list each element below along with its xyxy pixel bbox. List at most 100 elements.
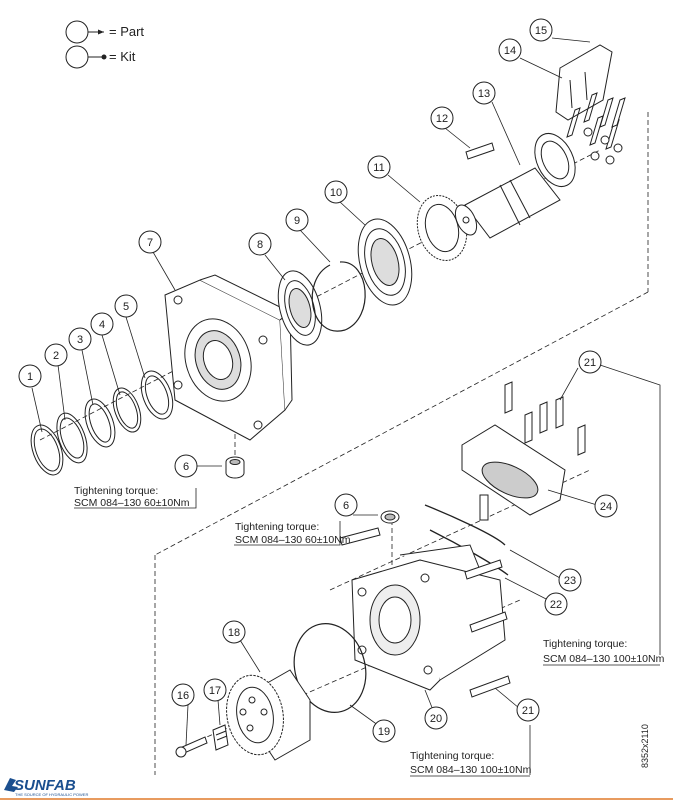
callout-leaders bbox=[31, 37, 598, 746]
part-14-screws bbox=[566, 92, 626, 165]
svg-text:SCM 084–130 100±10Nm: SCM 084–130 100±10Nm bbox=[410, 764, 532, 776]
svg-text:24: 24 bbox=[600, 501, 612, 513]
callout-16: 16 bbox=[171, 683, 195, 707]
svg-text:12: 12 bbox=[436, 113, 448, 125]
part-11-gear-washer bbox=[416, 195, 468, 261]
callout-14: 14 bbox=[498, 38, 522, 62]
svg-text:Tightening torque:: Tightening torque: bbox=[543, 638, 627, 650]
callout-10: 10 bbox=[324, 180, 348, 204]
part-23-gasket bbox=[424, 504, 506, 546]
part-18-gear-set bbox=[226, 669, 311, 761]
svg-text:17: 17 bbox=[209, 685, 221, 697]
callout-15: 15 bbox=[529, 18, 553, 42]
callout-2: 2 bbox=[44, 343, 68, 367]
svg-text:SCM 084–130 100±10Nm: SCM 084–130 100±10Nm bbox=[543, 653, 665, 665]
callout-bubbles: 1 2 3 4 5 6 7 8 9 10 11 12 13 14 15 16 1… bbox=[18, 18, 618, 743]
svg-text:Tightening torque:: Tightening torque: bbox=[74, 485, 158, 497]
callout-6-lower: 6 bbox=[334, 493, 358, 517]
part-3-ring bbox=[84, 398, 116, 448]
svg-text:3: 3 bbox=[77, 334, 83, 346]
svg-text:SCM 084–130 60±10Nm: SCM 084–130 60±10Nm bbox=[235, 534, 351, 546]
part-21-screws-upper bbox=[504, 381, 586, 456]
callout-8: 8 bbox=[248, 232, 272, 256]
torque-note-plug: Tightening torque: SCM 084–130 60±10Nm bbox=[235, 521, 351, 546]
callout-7: 7 bbox=[138, 230, 162, 254]
part-13-shaft bbox=[454, 133, 576, 239]
part-5-seal bbox=[140, 370, 174, 420]
callout-20: 20 bbox=[424, 706, 448, 730]
part-20-housing bbox=[351, 544, 506, 691]
part-24-valve-cover bbox=[461, 424, 566, 521]
part-17-valve bbox=[212, 724, 229, 751]
svg-text:23: 23 bbox=[564, 575, 576, 587]
svg-text:5: 5 bbox=[123, 301, 129, 313]
svg-text:6: 6 bbox=[183, 461, 189, 473]
svg-text:Tightening torque:: Tightening torque: bbox=[410, 750, 494, 762]
svg-text:THE SOURCE OF HYDRAULIC POWER: THE SOURCE OF HYDRAULIC POWER bbox=[15, 792, 88, 797]
svg-text:SUNFAB: SUNFAB bbox=[14, 777, 76, 794]
part-21-screws-lower bbox=[339, 527, 511, 698]
part-6-plug-lower bbox=[380, 510, 400, 524]
callout-12: 12 bbox=[430, 106, 454, 130]
legend: = Part = Kit bbox=[65, 20, 144, 69]
callout-6-upper: 6 bbox=[174, 454, 198, 478]
svg-text:18: 18 bbox=[228, 627, 240, 639]
torque-leaders bbox=[74, 364, 661, 775]
callout-23: 23 bbox=[558, 568, 582, 592]
drawing-number: 8352x2110 bbox=[640, 724, 650, 768]
callout-1: 1 bbox=[18, 364, 42, 388]
callout-4: 4 bbox=[90, 312, 114, 336]
part-15-screw-kit bbox=[555, 44, 613, 121]
callout-9: 9 bbox=[285, 208, 309, 232]
sunfab-logo: SUNFAB THE SOURCE OF HYDRAULIC POWER bbox=[4, 777, 88, 797]
callout-3: 3 bbox=[68, 327, 92, 351]
callout-19: 19 bbox=[372, 719, 396, 743]
callout-13: 13 bbox=[472, 81, 496, 105]
legend-part-symbol bbox=[65, 20, 104, 44]
callout-22: 22 bbox=[544, 592, 568, 616]
svg-text:21: 21 bbox=[584, 357, 596, 369]
callout-17: 17 bbox=[203, 678, 227, 702]
svg-text:8: 8 bbox=[257, 239, 263, 251]
svg-text:13: 13 bbox=[478, 88, 490, 100]
svg-text:22: 22 bbox=[550, 599, 562, 611]
part-8-bearing bbox=[277, 270, 323, 346]
part-16-pin bbox=[175, 736, 208, 758]
svg-text:1: 1 bbox=[27, 371, 33, 383]
torque-note-housing: Tightening torque: SCM 084–130 100±10Nm bbox=[410, 750, 532, 777]
legend-kit-symbol bbox=[65, 45, 107, 69]
part-7-flange bbox=[164, 274, 293, 441]
svg-text:10: 10 bbox=[330, 187, 342, 199]
callout-21-upper: 21 bbox=[578, 350, 602, 374]
svg-text:21: 21 bbox=[522, 705, 534, 717]
svg-text:15: 15 bbox=[535, 25, 547, 37]
callout-18: 18 bbox=[222, 620, 246, 644]
svg-text:14: 14 bbox=[504, 45, 516, 57]
part-4-ring bbox=[112, 387, 142, 433]
part-22-gasket bbox=[429, 529, 509, 576]
part-9-circlip bbox=[311, 261, 366, 332]
legend-part-label: = Part bbox=[109, 24, 144, 39]
part-12-key bbox=[465, 142, 495, 160]
torque-note-flange: Tightening torque: SCM 084–130 60±10Nm bbox=[74, 485, 190, 509]
svg-text:2: 2 bbox=[53, 350, 59, 362]
callout-24: 24 bbox=[594, 494, 618, 518]
svg-text:9: 9 bbox=[294, 215, 300, 227]
svg-text:20: 20 bbox=[430, 713, 442, 725]
svg-text:16: 16 bbox=[177, 690, 189, 702]
legend-kit-label: = Kit bbox=[109, 49, 136, 64]
part-10-bearing bbox=[357, 218, 413, 306]
svg-text:4: 4 bbox=[99, 319, 105, 331]
svg-text:6: 6 bbox=[343, 500, 349, 512]
svg-text:19: 19 bbox=[378, 726, 390, 738]
svg-text:Tightening torque:: Tightening torque: bbox=[235, 521, 319, 533]
part-1-retaining-ring bbox=[30, 424, 64, 476]
part-19-o-ring bbox=[293, 622, 367, 714]
svg-text:SCM 084–130 60±10Nm: SCM 084–130 60±10Nm bbox=[74, 497, 190, 509]
svg-text:7: 7 bbox=[147, 237, 153, 249]
torque-note-valve-cover: Tightening torque: SCM 084–130 100±10Nm bbox=[543, 638, 665, 666]
callout-5: 5 bbox=[114, 294, 138, 318]
callout-21-lower: 21 bbox=[516, 698, 540, 722]
part-6-plug-upper bbox=[225, 456, 245, 479]
